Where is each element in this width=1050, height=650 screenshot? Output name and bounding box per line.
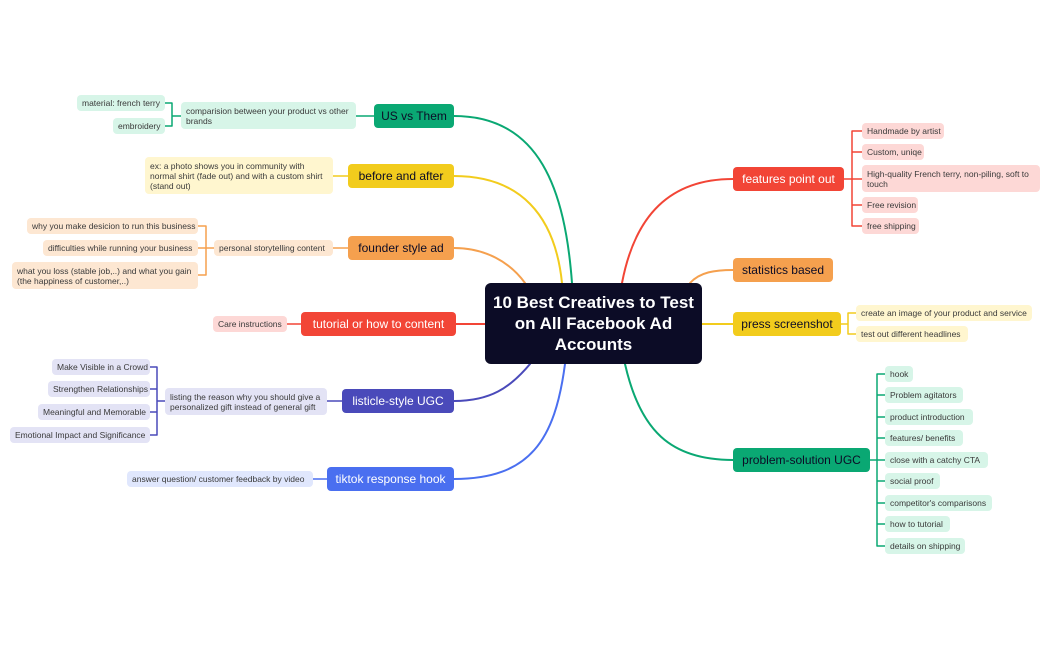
topic-tiktok-response[interactable]: tiktok response hook bbox=[327, 467, 454, 491]
us-vs-them-item[interactable]: embroidery bbox=[113, 118, 165, 134]
topic-statistics-based[interactable]: statistics based bbox=[733, 258, 833, 282]
listicle-item[interactable]: Make Visible in a Crowd bbox=[52, 359, 150, 375]
listicle-item[interactable]: Emotional Impact and Significance bbox=[10, 427, 150, 443]
us-vs-them-detail[interactable]: comparision between your product vs othe… bbox=[181, 102, 356, 129]
features-item[interactable]: High-quality French terry, non-piling, s… bbox=[862, 165, 1040, 192]
link-us-vs-them bbox=[453, 115, 573, 284]
topic-us-vs-them[interactable]: US vs Them bbox=[374, 104, 454, 128]
topic-listicle-ugc[interactable]: listicle-style UGC bbox=[342, 389, 454, 413]
topic-founder-style[interactable]: founder style ad bbox=[348, 236, 454, 260]
link-press-items bbox=[840, 312, 857, 335]
press-item[interactable]: create an image of your product and serv… bbox=[856, 305, 1032, 321]
central-topic[interactable]: 10 Best Creatives to Test on All Faceboo… bbox=[485, 283, 702, 364]
link-problem bbox=[624, 363, 734, 461]
topic-tutorial[interactable]: tutorial or how to content bbox=[301, 312, 456, 336]
problem-item[interactable]: how to tutorial bbox=[885, 516, 950, 532]
problem-item[interactable]: hook bbox=[885, 366, 913, 382]
link-problem-items bbox=[869, 373, 886, 547]
problem-item[interactable]: competitor's comparisons bbox=[885, 495, 992, 511]
link-listicle-items bbox=[149, 366, 166, 436]
problem-item[interactable]: product introduction bbox=[885, 409, 973, 425]
problem-item[interactable]: details on shipping bbox=[885, 538, 965, 554]
listicle-item[interactable]: Strengthen Relationships bbox=[48, 381, 150, 397]
link-listicle bbox=[453, 363, 531, 402]
link-us-items bbox=[164, 102, 182, 127]
problem-item[interactable]: features/ benefits bbox=[885, 430, 963, 446]
link-tiktok bbox=[453, 363, 566, 480]
listicle-detail[interactable]: listing the reason why you should give a… bbox=[165, 388, 327, 415]
founder-item[interactable]: why you make desicion to run this busine… bbox=[27, 218, 198, 234]
tiktok-detail[interactable]: answer question/ customer feedback by vi… bbox=[127, 471, 313, 487]
link-features-items bbox=[843, 130, 863, 227]
topic-before-after[interactable]: before and after bbox=[348, 164, 454, 188]
tutorial-detail[interactable]: Care instructions bbox=[213, 316, 287, 332]
topic-press-screenshot[interactable]: press screenshot bbox=[733, 312, 841, 336]
link-founder-items bbox=[197, 225, 215, 276]
founder-item[interactable]: what you loss (stable job,..) and what y… bbox=[12, 262, 198, 289]
link-features bbox=[621, 178, 734, 284]
features-item[interactable]: Custom, uniqe bbox=[862, 144, 924, 160]
link-before-after bbox=[453, 175, 563, 284]
press-item[interactable]: test out different headlines bbox=[856, 326, 968, 342]
features-item[interactable]: Handmade by artist bbox=[862, 123, 944, 139]
link-statistics bbox=[689, 269, 734, 284]
link-founder bbox=[453, 247, 526, 284]
founder-detail[interactable]: personal storytelling content bbox=[214, 240, 333, 256]
problem-item[interactable]: social proof bbox=[885, 473, 940, 489]
before-after-detail[interactable]: ex: a photo shows you in community with … bbox=[145, 157, 333, 194]
topic-problem-solution-ugc[interactable]: problem-solution UGC bbox=[733, 448, 870, 472]
us-vs-them-item[interactable]: material: french terry bbox=[77, 95, 165, 111]
features-item[interactable]: Free revision bbox=[862, 197, 918, 213]
features-item[interactable]: free shipping bbox=[862, 218, 919, 234]
problem-item[interactable]: close with a catchy CTA bbox=[885, 452, 988, 468]
founder-item[interactable]: difficulties while running your business bbox=[43, 240, 198, 256]
listicle-item[interactable]: Meaningful and Memorable bbox=[38, 404, 150, 420]
topic-features-point-out[interactable]: features point out bbox=[733, 167, 844, 191]
problem-item[interactable]: Problem agitators bbox=[885, 387, 963, 403]
